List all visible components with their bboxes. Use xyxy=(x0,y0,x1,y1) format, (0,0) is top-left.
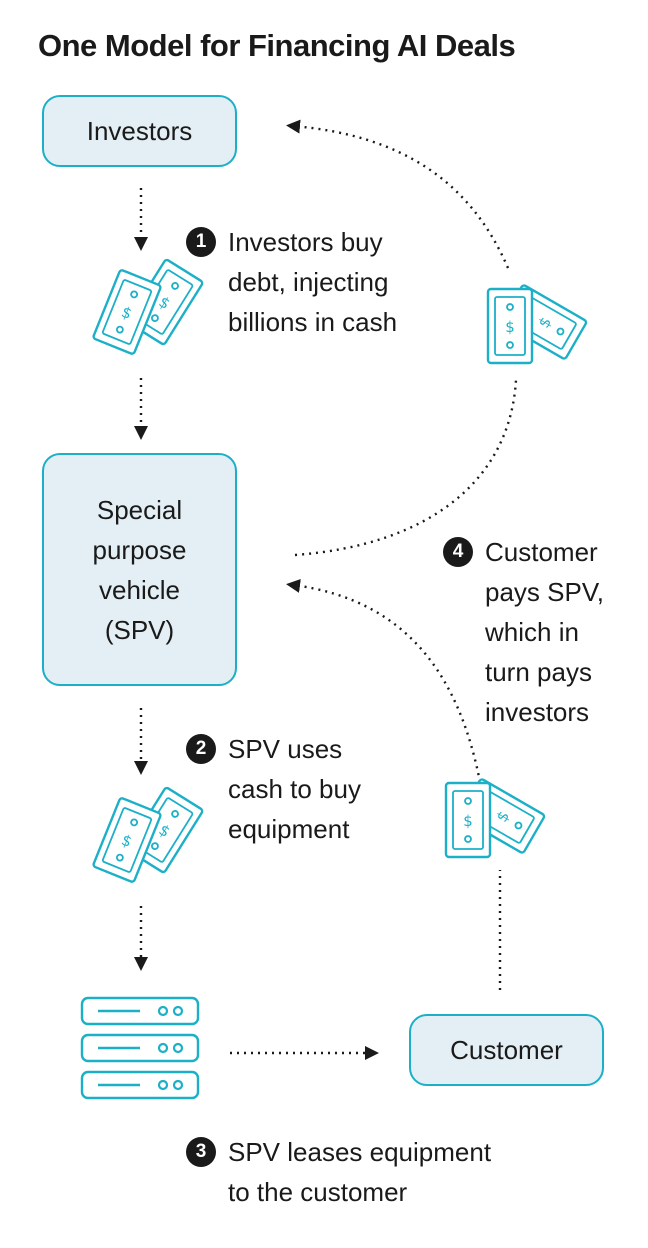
step-number-badge: 4 xyxy=(443,537,473,567)
server-rack-icon xyxy=(80,996,200,1100)
cash-icon xyxy=(488,284,587,363)
cash-icon xyxy=(446,778,545,857)
arrow-cash-to-investors xyxy=(286,119,510,269)
diagram-title: One Model for Financing AI Deals xyxy=(38,28,516,63)
step-number-badge: 3 xyxy=(186,1137,216,1167)
step-text-line: which in xyxy=(485,617,579,647)
step-text-line: investors xyxy=(485,697,590,727)
step-text-line: to the customer xyxy=(228,1177,408,1207)
customer-node: Customer xyxy=(409,1014,604,1086)
step-number-badge: 1 xyxy=(186,227,216,257)
step-1: 1 Investors buy debt, injecting billions… xyxy=(186,222,397,342)
customer-node-label: Customer xyxy=(450,1035,563,1065)
spv-node-line: purpose xyxy=(92,534,187,565)
step-text-line: debt, injecting xyxy=(228,267,389,297)
step-text-line: cash to buy xyxy=(228,774,361,804)
spv-node: Special purpose vehicle (SPV) xyxy=(42,453,237,686)
step-4: 4 Customer pays SPV, which in turn pays … xyxy=(443,532,604,732)
step-number-badge: 2 xyxy=(186,734,216,764)
step-2: 2 SPV uses cash to buy equipment xyxy=(186,729,361,849)
step-text-line: pays SPV, xyxy=(485,577,605,607)
step-text-line: SPV uses xyxy=(228,734,343,764)
investors-node-label: Investors xyxy=(86,116,193,146)
spv-node-line: Special xyxy=(96,494,183,525)
step-text-line: turn pays xyxy=(485,657,592,687)
step-text-line: Investors buy xyxy=(228,227,383,257)
step-text-line: billions in cash xyxy=(228,307,398,337)
step-text-line: SPV leases equipment xyxy=(228,1137,492,1167)
step-text-line: Customer xyxy=(485,537,598,567)
spv-node-line: (SPV) xyxy=(104,614,175,645)
step-3: 3 SPV leases equipment to the customer xyxy=(186,1132,491,1212)
step-text-line: equipment xyxy=(228,814,350,844)
spv-node-line: vehicle xyxy=(99,574,180,605)
investors-node: Investors xyxy=(42,95,237,167)
arrow-spv-to-cash-return xyxy=(294,379,518,557)
